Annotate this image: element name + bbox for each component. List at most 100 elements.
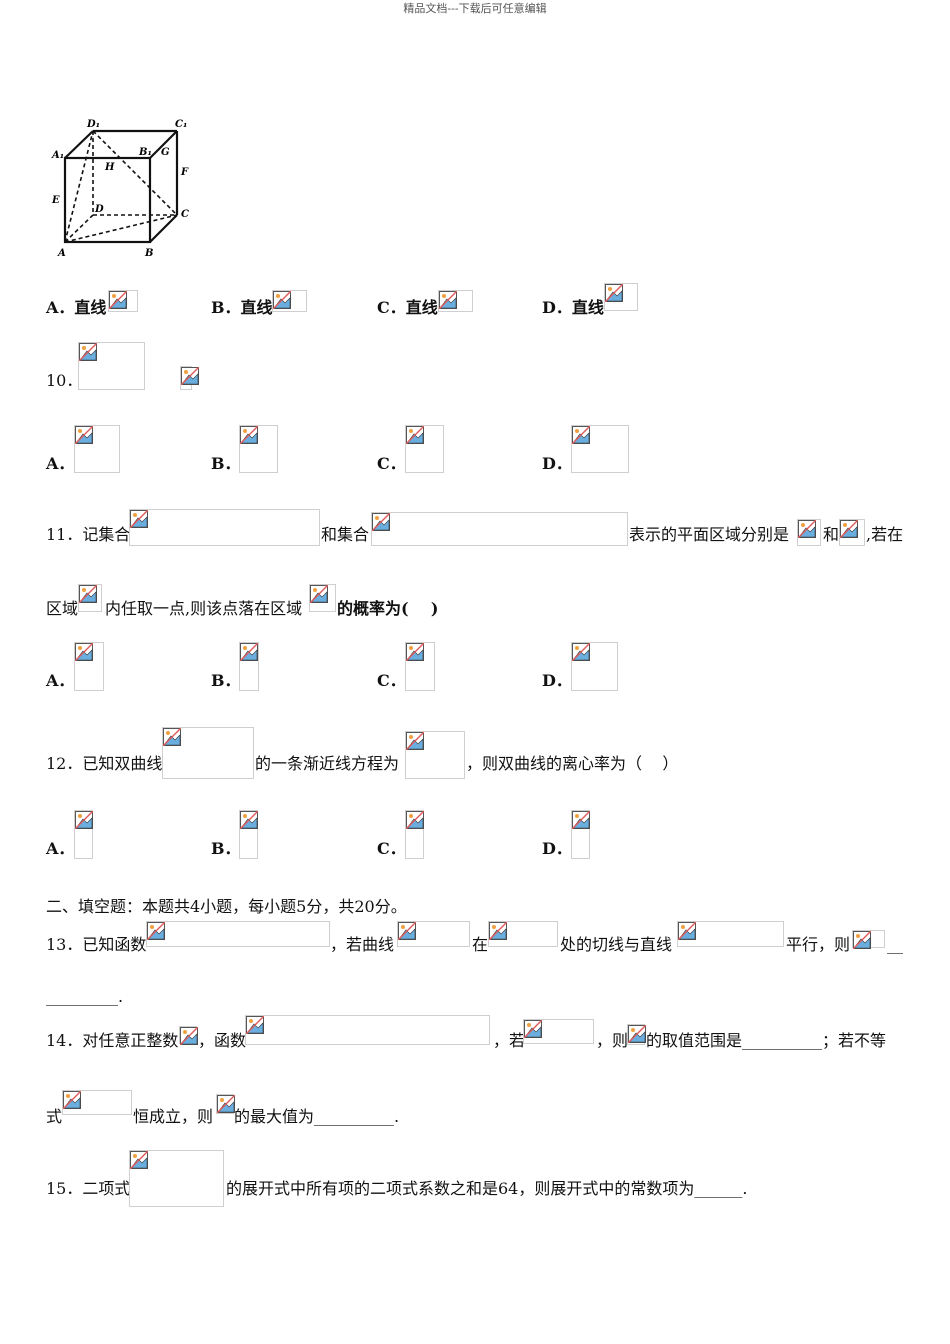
broken-image-icon <box>406 426 424 444</box>
formula-image-placeholder <box>852 930 885 949</box>
formula-image-placeholder <box>245 1015 490 1045</box>
broken-image-icon <box>75 811 93 829</box>
label-F: F <box>180 167 189 178</box>
option-c: C． <box>377 839 406 858</box>
question-text: 在 <box>472 935 489 954</box>
option-a: A． <box>46 839 75 858</box>
option-c: C．直线 <box>377 298 438 317</box>
question-text: 14．对任意正整数 <box>46 1031 179 1050</box>
question-text: 区域 <box>46 599 79 618</box>
question-text: 的展开式中所有项的二项式系数之和是64，则展开式中的常数项为______. <box>226 1179 748 1198</box>
broken-image-icon <box>798 520 816 538</box>
broken-image-icon <box>130 1151 148 1169</box>
broken-image-icon <box>406 732 424 750</box>
question-text: 和 <box>823 525 840 544</box>
formula-image-placeholder <box>74 642 104 691</box>
formula-image-placeholder <box>405 810 424 859</box>
broken-image-icon <box>63 1091 81 1109</box>
question-text: 处的切线与直线 <box>560 935 673 954</box>
question-text: ，函数 <box>198 1031 247 1050</box>
question-text: 恒成立，则 <box>133 1107 214 1126</box>
broken-image-icon <box>240 426 258 444</box>
question-text: 和集合 <box>321 525 370 544</box>
question-text: 的最大值为__________. <box>234 1107 400 1126</box>
question-text: ，则双曲线的离心率为（ ） <box>466 754 679 773</box>
broken-image-icon <box>605 284 623 302</box>
label-D1: D₁ <box>86 119 100 130</box>
formula-image-placeholder <box>571 810 590 859</box>
broken-image-icon <box>246 1016 264 1034</box>
formula-image-placeholder <box>129 1150 224 1207</box>
question-text: 11．记集合 <box>46 525 131 544</box>
broken-image-icon <box>489 922 507 940</box>
formula-image-placeholder <box>627 1024 646 1045</box>
question-text: 15．二项式 <box>46 1179 131 1198</box>
question-number: 10． <box>46 371 83 390</box>
formula-image-placeholder <box>239 642 259 691</box>
broken-image-icon <box>147 922 165 940</box>
broken-image-icon <box>75 426 93 444</box>
broken-image-icon <box>372 513 390 531</box>
broken-image-icon <box>217 1095 235 1113</box>
broken-image-icon <box>79 343 97 361</box>
option-c: C． <box>377 454 406 473</box>
formula-image-placeholder <box>371 512 628 546</box>
question-text: 内任取一点,则该点落在区域 <box>105 599 303 618</box>
question-text: 表示的平面区域分别是 <box>629 525 790 544</box>
option-b: B． <box>211 671 241 690</box>
question-text: 的概率为( ) <box>337 599 439 618</box>
formula-image-placeholder <box>488 921 558 947</box>
question-text: 13．已知函数 <box>46 935 147 954</box>
page-header: 精品文档---下载后可任意编辑 <box>403 2 547 15</box>
formula-image-placeholder <box>405 425 444 473</box>
broken-image-icon <box>572 811 590 829</box>
broken-image-icon <box>75 643 93 661</box>
broken-image-icon <box>240 811 258 829</box>
formula-image-placeholder <box>179 1026 198 1045</box>
option-b: B．直线 <box>211 298 273 317</box>
cube-figure: D₁ C₁ A₁ B₁ G H F E D C A B <box>51 119 189 259</box>
broken-image-icon <box>439 291 457 309</box>
question-text: 12．已知双曲线 <box>46 754 163 773</box>
option-c: C． <box>377 671 406 690</box>
option-a: A． <box>46 454 75 473</box>
answer-blank: _________. <box>46 987 124 1006</box>
label-D: D <box>94 204 104 215</box>
formula-image-placeholder <box>78 584 102 612</box>
question-text: ，则 <box>596 1031 629 1050</box>
formula-image-placeholder <box>62 1090 132 1115</box>
broken-image-icon <box>572 426 590 444</box>
formula-image-placeholder <box>571 642 618 691</box>
option-d: D． <box>542 454 572 473</box>
broken-image-icon <box>273 291 291 309</box>
question-text: ，若曲线 <box>330 935 395 954</box>
broken-image-icon <box>180 1027 198 1045</box>
label-C1: C₁ <box>175 119 187 130</box>
formula-image-placeholder <box>216 1094 235 1114</box>
option-d: D． <box>542 671 572 690</box>
formula-image-placeholder <box>239 425 278 473</box>
broken-image-icon <box>406 811 424 829</box>
broken-image-icon <box>310 585 328 603</box>
formula-image-placeholder <box>309 584 336 612</box>
broken-image-icon <box>406 643 424 661</box>
formula-image-placeholder <box>397 921 470 947</box>
formula-image-placeholder <box>523 1019 594 1044</box>
broken-image-icon <box>398 922 416 940</box>
broken-image-icon <box>678 922 696 940</box>
formula-image-placeholder <box>797 519 821 546</box>
option-b: B． <box>211 839 241 858</box>
label-A: A <box>57 248 66 259</box>
broken-image-icon <box>853 931 871 949</box>
option-a: A． <box>46 671 75 690</box>
formula-image-placeholder <box>839 519 865 546</box>
formula-image-placeholder <box>74 425 120 473</box>
question-text: ，若 <box>493 1031 526 1050</box>
formula-image-placeholder <box>677 921 784 947</box>
question-text: 式 <box>46 1107 63 1126</box>
formula-image-placeholder <box>604 283 638 311</box>
broken-image-icon <box>572 643 590 661</box>
formula-image-placeholder <box>108 290 138 312</box>
formula-image-placeholder <box>146 921 330 947</box>
question-text: 的取值范围是__________；若不等 <box>646 1031 887 1050</box>
